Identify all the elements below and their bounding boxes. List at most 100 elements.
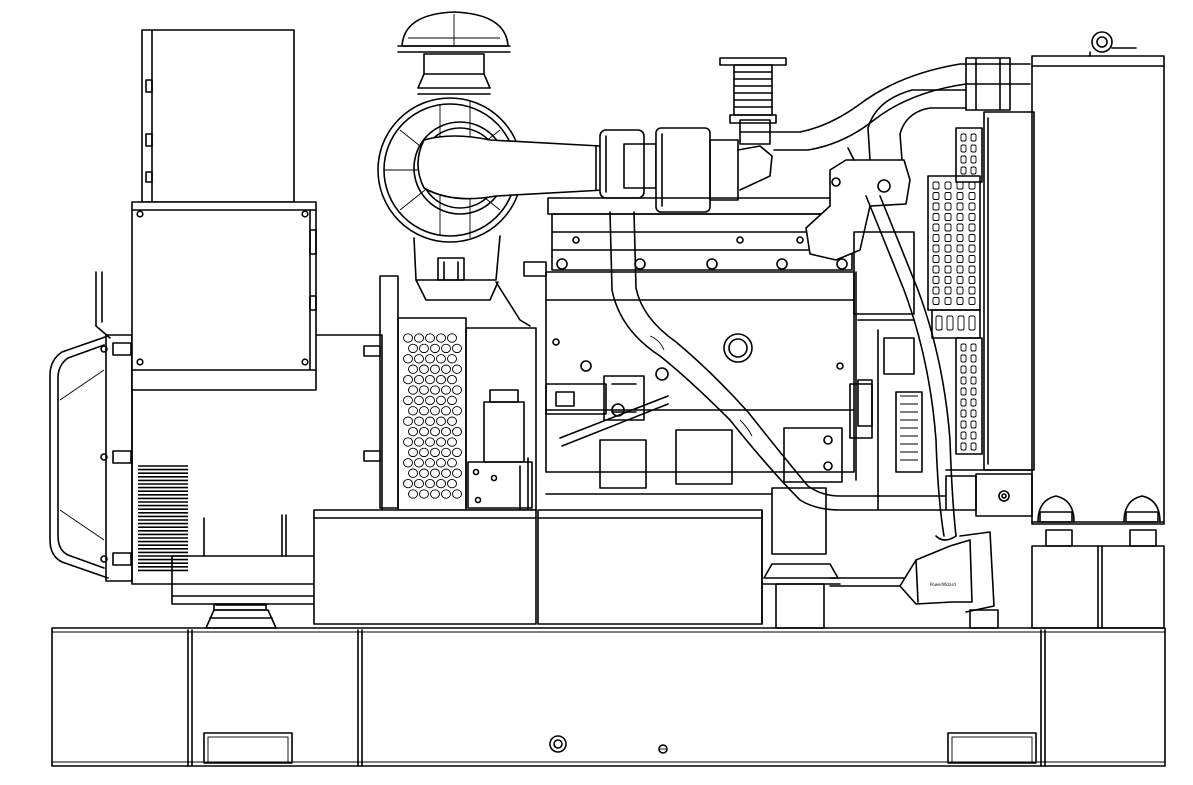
mesh-cell bbox=[436, 374, 446, 385]
grille-slot bbox=[956, 286, 964, 295]
grille-slot bbox=[968, 202, 976, 211]
grille-slot bbox=[968, 255, 976, 263]
grille-slot bbox=[944, 276, 952, 284]
grille-slot bbox=[944, 297, 952, 305]
mesh-cell bbox=[408, 385, 418, 395]
grille-slot bbox=[932, 286, 940, 295]
mesh-cell bbox=[430, 406, 440, 416]
grille-slot bbox=[956, 192, 964, 200]
mesh-cell bbox=[408, 489, 418, 499]
grille-slot bbox=[970, 365, 977, 374]
mesh-cell bbox=[408, 447, 418, 458]
grille-slot bbox=[968, 192, 976, 200]
mesh-cell bbox=[447, 437, 457, 447]
mesh-cell bbox=[403, 395, 413, 406]
grille-slot bbox=[932, 181, 940, 190]
grille-slot bbox=[968, 223, 976, 232]
grille-slot bbox=[956, 213, 964, 221]
mesh-cell bbox=[414, 478, 424, 489]
mesh-cell bbox=[403, 374, 413, 385]
grille-slot bbox=[968, 234, 976, 242]
coolant-hose-main bbox=[609, 211, 947, 511]
grille-slot bbox=[932, 223, 940, 232]
grille-slot bbox=[946, 315, 954, 331]
grille-slot bbox=[970, 409, 977, 418]
mesh-cell bbox=[419, 489, 429, 499]
grille-slot bbox=[944, 192, 952, 200]
mesh-cell bbox=[441, 468, 451, 478]
grille-slot bbox=[960, 398, 967, 407]
grille-slot bbox=[932, 244, 940, 253]
grille-slot bbox=[970, 420, 977, 429]
grille-slot bbox=[932, 234, 940, 242]
mesh-cell bbox=[430, 426, 440, 437]
grille-slot bbox=[957, 315, 965, 331]
mesh-cell bbox=[408, 406, 418, 416]
grille-slot bbox=[960, 409, 967, 418]
mesh-cell bbox=[419, 406, 429, 416]
mesh-cell bbox=[419, 343, 429, 354]
mesh-cell bbox=[441, 406, 451, 416]
mesh-cell bbox=[403, 458, 413, 468]
nameplate-label: PowerWizard bbox=[930, 582, 956, 587]
grille-slot bbox=[970, 442, 977, 451]
mesh-cell bbox=[436, 458, 446, 468]
mesh-cell bbox=[414, 354, 424, 364]
radiator-filler-cap bbox=[1089, 31, 1137, 57]
mesh-cell bbox=[419, 426, 429, 437]
grille-panel-upper bbox=[927, 175, 981, 311]
mesh-cell bbox=[403, 333, 413, 343]
mesh-cell bbox=[403, 416, 413, 426]
mesh-cell bbox=[447, 374, 457, 385]
grille-slot bbox=[970, 144, 977, 153]
mesh-cell bbox=[419, 447, 429, 458]
battery-box-left bbox=[313, 509, 537, 625]
mesh-cell bbox=[436, 478, 446, 489]
mesh-cell bbox=[403, 478, 413, 489]
grille-slot bbox=[968, 297, 976, 305]
grille-slot bbox=[970, 343, 977, 352]
grille-slot bbox=[944, 234, 952, 242]
radiator-grille bbox=[927, 127, 983, 455]
mesh-cell bbox=[436, 333, 446, 343]
grille-slot bbox=[960, 420, 967, 429]
mesh-cell bbox=[441, 426, 451, 437]
mesh-cell bbox=[408, 364, 418, 374]
mesh-cell bbox=[425, 395, 435, 406]
grille-slot bbox=[968, 181, 976, 190]
grille-slot bbox=[970, 398, 977, 407]
mesh-cell bbox=[425, 437, 435, 447]
alternator-end-bracket bbox=[49, 335, 109, 579]
grille-slot bbox=[970, 354, 977, 363]
mesh-cell bbox=[430, 447, 440, 458]
mesh-cell bbox=[419, 364, 429, 374]
mesh-cell bbox=[430, 468, 440, 478]
mesh-cell bbox=[441, 489, 451, 499]
grille-slot bbox=[932, 265, 940, 274]
grille-slot bbox=[956, 234, 964, 242]
anti-vibration-mount-left bbox=[205, 603, 277, 629]
mesh-cell bbox=[408, 468, 418, 478]
starter-motor bbox=[545, 375, 669, 447]
grille-slot bbox=[932, 255, 940, 263]
mesh-cell bbox=[441, 385, 451, 395]
mesh-cell bbox=[430, 364, 440, 374]
breaker-connector: PowerWizard bbox=[899, 531, 999, 629]
mesh-cell bbox=[447, 333, 457, 343]
grille-slot bbox=[944, 286, 952, 295]
mesh-cell bbox=[419, 468, 429, 478]
drain-plug bbox=[549, 735, 668, 754]
front-engine-pulleys bbox=[853, 231, 923, 511]
grille-slot bbox=[960, 155, 967, 164]
intake-duct bbox=[415, 135, 605, 327]
grille-slot bbox=[968, 315, 976, 331]
grille-slot bbox=[956, 202, 964, 211]
control-panel bbox=[131, 29, 317, 391]
mesh-cell bbox=[414, 395, 424, 406]
mesh-cell bbox=[436, 354, 446, 364]
fan-belt-hose bbox=[865, 195, 957, 541]
grille-slot bbox=[956, 244, 964, 253]
mesh-cell bbox=[414, 458, 424, 468]
air-cleaner-cap bbox=[397, 11, 511, 53]
lifting-slot-right bbox=[947, 732, 1037, 764]
